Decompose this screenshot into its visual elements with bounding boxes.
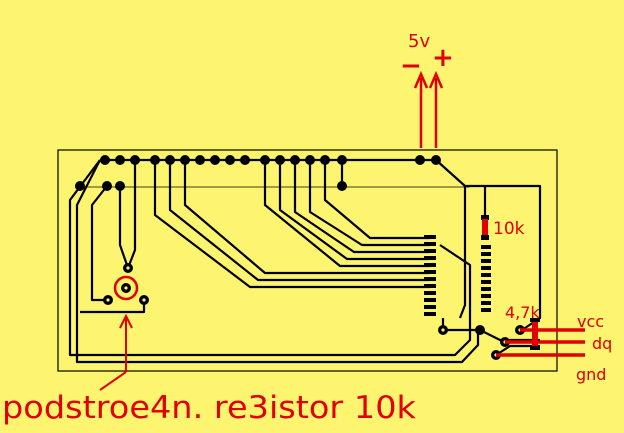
pad <box>210 155 220 165</box>
chip-pads <box>424 215 540 350</box>
label-4-7k: 4,7k <box>505 303 540 322</box>
pad-power-plus <box>431 155 441 165</box>
pad <box>305 155 315 165</box>
label-minus: − <box>400 51 422 81</box>
pad <box>102 181 112 191</box>
pad <box>260 155 270 165</box>
pad <box>180 155 190 165</box>
trace <box>323 160 430 240</box>
pad <box>165 155 175 165</box>
pad <box>275 155 285 165</box>
trace <box>263 160 430 268</box>
pad <box>225 155 235 165</box>
pad <box>115 155 125 165</box>
pad <box>240 155 250 165</box>
resistor-4k7-body <box>532 322 538 346</box>
label-dq: dq <box>592 334 612 353</box>
trace <box>126 160 137 269</box>
label-vcc: vcc <box>577 312 604 331</box>
pad <box>100 155 110 165</box>
pad <box>337 181 347 191</box>
resistor-10k-body <box>482 219 488 235</box>
trace <box>308 160 430 247</box>
trace <box>479 329 540 342</box>
trace <box>168 160 430 282</box>
trace <box>90 185 108 302</box>
copper-traces <box>68 158 542 364</box>
r10k-pad <box>481 235 489 240</box>
pad <box>150 155 160 165</box>
board-outline <box>57 149 558 372</box>
pad <box>320 155 330 165</box>
label-10k: 10k <box>493 219 525 239</box>
pad <box>337 155 347 165</box>
pad <box>130 155 140 165</box>
pad <box>195 155 205 165</box>
trace <box>293 160 430 254</box>
trace-gnd-outer <box>75 159 480 364</box>
trace <box>153 160 430 289</box>
r47k-pad <box>530 318 540 322</box>
pad <box>75 181 85 191</box>
label-gnd: gnd <box>576 365 606 384</box>
trace-gnd-loop <box>68 159 472 357</box>
r47k-pad <box>530 346 540 350</box>
trace <box>278 160 430 261</box>
annotations: 5v − + 10k 4,7k vcc dq gnd podstroe4n. r… <box>2 31 612 426</box>
r10k-pad <box>481 215 489 220</box>
trimmer-note: podstroe4n. re3istor 10k <box>2 390 416 426</box>
trace <box>183 160 430 275</box>
trimmer-highlight-circle <box>113 275 139 301</box>
label-plus: + <box>432 43 454 73</box>
trace <box>458 186 467 319</box>
pad <box>475 325 485 335</box>
pad <box>290 155 300 165</box>
pad-power-minus <box>415 155 425 165</box>
trace <box>118 186 130 269</box>
trace <box>441 318 480 332</box>
pad <box>115 181 125 191</box>
label-5v: 5v <box>408 31 430 52</box>
pointer-leader <box>99 371 127 391</box>
